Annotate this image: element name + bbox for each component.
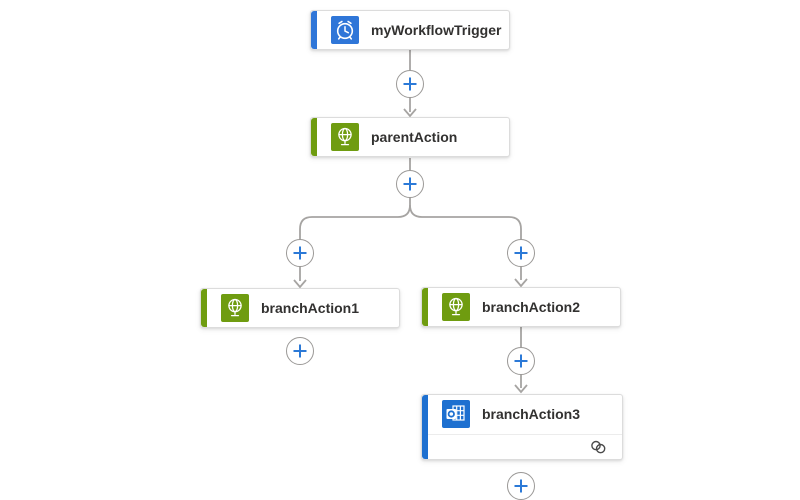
action-accent-bar (201, 289, 207, 327)
insert-step-plus-button[interactable] (286, 337, 314, 365)
branch-action2-node[interactable]: branchAction2 (421, 287, 621, 327)
plus-icon (514, 354, 528, 368)
node-main-row: branchAction3 (422, 395, 622, 434)
insert-step-plus-button[interactable] (396, 170, 424, 198)
action-accent-bar (422, 288, 428, 326)
http-globe-icon (442, 293, 470, 321)
insert-step-plus-button[interactable] (507, 239, 535, 267)
insert-step-plus-button[interactable] (507, 347, 535, 375)
node-footer (422, 433, 622, 459)
plus-icon (293, 246, 307, 260)
trigger-accent-bar (311, 11, 317, 49)
branch-action1-node[interactable]: branchAction1 (200, 288, 400, 328)
action-accent-bar (311, 118, 317, 156)
trigger-node[interactable]: myWorkflowTrigger (310, 10, 510, 50)
node-title: parentAction (371, 129, 458, 145)
plus-icon (514, 479, 528, 493)
connection-link-icon[interactable] (587, 437, 609, 457)
node-title: branchAction3 (482, 406, 581, 423)
plus-icon (514, 246, 528, 260)
insert-step-plus-button[interactable] (396, 70, 424, 98)
recurrence-clock-icon (331, 16, 359, 44)
http-globe-icon (331, 123, 359, 151)
node-title: branchAction1 (261, 300, 360, 316)
parent-action-node[interactable]: parentAction (310, 117, 510, 157)
insert-step-plus-button[interactable] (507, 472, 535, 500)
branch-action3-node[interactable]: branchAction3 (421, 394, 623, 460)
plus-icon (293, 344, 307, 358)
http-globe-icon (221, 294, 249, 322)
plus-icon (403, 77, 417, 91)
plus-icon (403, 177, 417, 191)
insert-step-plus-button[interactable] (286, 239, 314, 267)
node-title: myWorkflowTrigger (371, 22, 502, 38)
action-accent-bar (422, 395, 428, 459)
office365-outlook-icon (442, 400, 470, 429)
node-title: branchAction2 (482, 299, 581, 315)
